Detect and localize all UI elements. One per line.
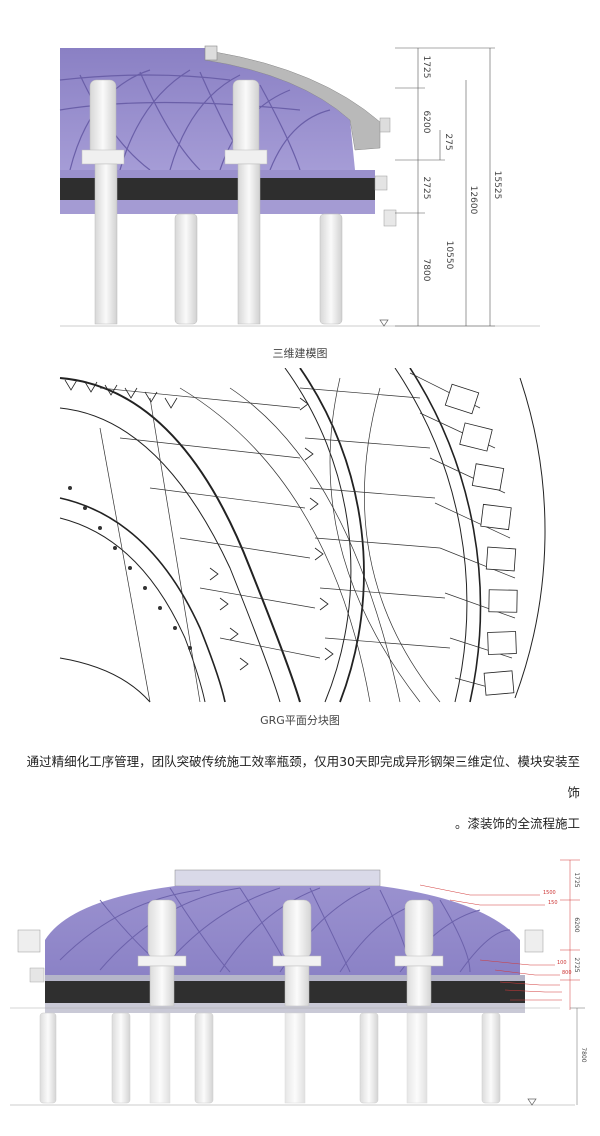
paragraph-line-1: 通过精细化工序管理，团队突破传统施工效率瓶颈，仅用30天即完成异形钢架三维定位、… — [26, 754, 580, 800]
upper-columns-2 — [137, 899, 444, 1007]
grg-dots — [68, 486, 192, 650]
dim-label-4: 2725 — [421, 177, 431, 200]
grg-outer-panels — [444, 383, 518, 696]
dim-label-6: 7800 — [421, 259, 431, 282]
dome-surface — [60, 48, 355, 170]
dome-shell-edge — [204, 51, 381, 151]
dim-label-1: 1725 — [421, 56, 431, 79]
model-elevation-drawing: 1725 6200 275 2725 12600 7800 10550 1552… — [59, 45, 540, 327]
grg-plan-drawing — [50, 368, 546, 703]
elev-dim-2: 6200 — [573, 917, 580, 932]
grg-rings — [59, 368, 546, 703]
svg-text:800: 800 — [562, 970, 572, 976]
body-paragraph: 通过精细化工序管理，团队突破传统施工效率瓶颈，仅用30天即完成异形钢架三维定位、… — [20, 746, 580, 839]
grg-block-lines — [99, 372, 516, 703]
caption-grg-plan: GRG平面分块图 — [260, 714, 340, 727]
dim-label-3: 275 — [443, 133, 453, 150]
ring-band — [60, 178, 375, 200]
dim-label-7: 10550 — [444, 241, 454, 270]
dimension-lines-2 — [570, 1007, 585, 1105]
dim-label-2: 6200 — [421, 111, 431, 134]
caption-3d-model: 三维建模图 — [272, 347, 328, 360]
figure-grg-plan — [0, 368, 600, 703]
paragraph-line-2: 漆装饰的全流程施工。 — [454, 816, 580, 831]
elev-dim-1: 1725 — [573, 872, 580, 887]
elev-dim-3: 2725 — [573, 957, 580, 972]
lower-columns-2 — [39, 1012, 501, 1104]
red-dimension-leaders — [419, 859, 580, 1010]
elev-dim-4: 7800 — [580, 1047, 587, 1062]
elevation-drawing: 1500 150 100 800 1725 6200 2725 7800 — [10, 859, 587, 1106]
dim-label-5: 12600 — [468, 186, 478, 215]
figure-3d-model: 1725 6200 275 2725 12600 7800 10550 1552… — [0, 0, 600, 340]
svg-text:100: 100 — [557, 960, 567, 966]
lower-columns — [94, 163, 343, 325]
dome-ribs-2 — [59, 887, 511, 973]
upper-columns — [81, 79, 268, 165]
dim-label-8: 15525 — [492, 171, 502, 200]
figure-elevation: 1500 150 100 800 1725 6200 2725 7800 — [0, 840, 600, 1130]
red-dim-labels: 1500 150 100 800 — [543, 890, 572, 976]
grg-triangle-band — [64, 379, 334, 671]
top-cap — [174, 869, 381, 887]
svg-text:150: 150 — [548, 900, 558, 906]
dimension-lines — [395, 47, 495, 327]
svg-text:1500: 1500 — [543, 890, 556, 896]
